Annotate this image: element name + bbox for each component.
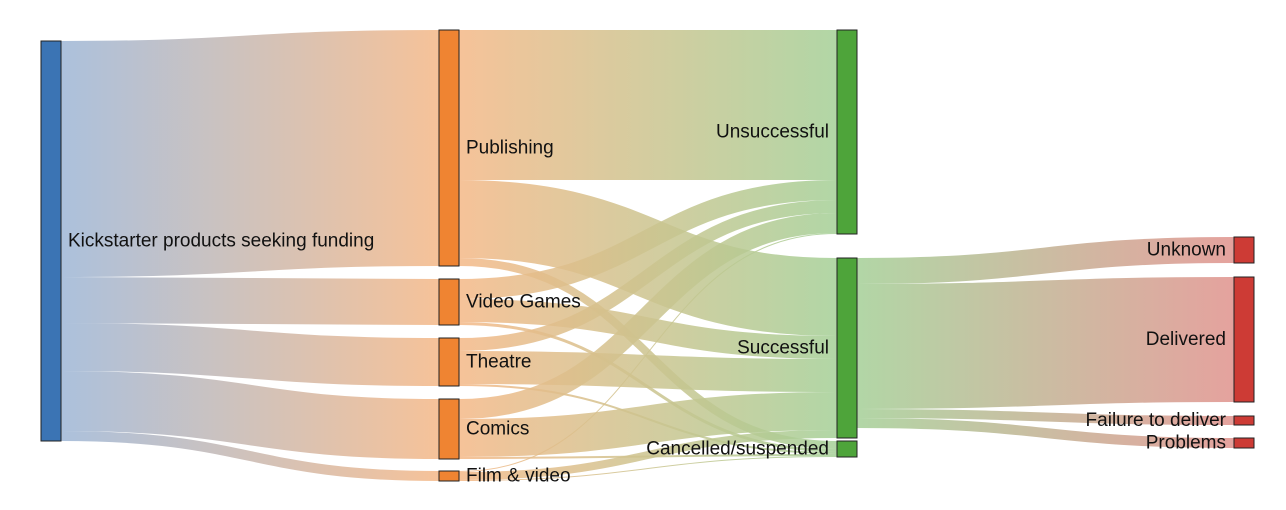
- link-publishing-to-successful: [458, 180, 838, 336]
- node-label-unsuccessful: Unsuccessful: [716, 122, 829, 143]
- node-problems: [1233, 437, 1255, 449]
- node-label-publishing: Publishing: [466, 138, 554, 159]
- link-kickstarter-to-comics: [60, 371, 440, 459]
- link-kickstarter-to-film: [60, 431, 440, 481]
- node-label-kickstarter: Kickstarter products seeking funding: [68, 231, 374, 252]
- node-label-film: Film & video: [466, 466, 571, 487]
- link-theatre-to-unsuccessful: [458, 200, 838, 351]
- node-label-failure: Failure to deliver: [1086, 410, 1227, 431]
- node-cancelled: [836, 440, 858, 458]
- node-unknown: [1233, 236, 1255, 264]
- link-film-to-unsuccessful: [458, 233, 838, 472]
- node-comics: [438, 398, 460, 460]
- link-successful-to-delivered: [856, 277, 1235, 409]
- links-layer: [60, 29, 1235, 481]
- node-videogames: [438, 278, 460, 326]
- node-label-videogames: Video Games: [466, 292, 581, 313]
- node-label-unknown: Unknown: [1147, 240, 1226, 261]
- link-successful-to-failure: [856, 409, 1235, 425]
- link-kickstarter-to-theatre: [60, 323, 440, 386]
- link-successful-to-problems: [856, 418, 1235, 448]
- node-film: [438, 470, 460, 482]
- link-kickstarter-to-videogames: [60, 277, 440, 325]
- nodes-layer: [40, 29, 1255, 482]
- node-label-successful: Successful: [737, 338, 829, 359]
- node-label-delivered: Delivered: [1146, 329, 1226, 350]
- node-publishing: [438, 29, 460, 267]
- node-kickstarter: [40, 40, 62, 442]
- labels-layer: Kickstarter products seeking funding Publ…: [68, 122, 1227, 487]
- node-label-problems: Problems: [1146, 433, 1226, 454]
- link-comics-to-successful: [458, 392, 838, 457]
- link-film-to-cancelled: [458, 456, 838, 481]
- node-label-comics: Comics: [466, 419, 529, 440]
- node-theatre: [438, 337, 460, 387]
- link-successful-to-unknown: [856, 237, 1235, 284]
- node-label-cancelled: Cancelled/suspended: [646, 439, 829, 460]
- node-successful: [836, 257, 858, 439]
- link-theatre-to-successful: [458, 351, 838, 392]
- link-videogames-to-unsuccessful: [458, 180, 838, 299]
- link-kickstarter-to-publishing: [60, 30, 440, 277]
- link-film-to-successful: [458, 430, 838, 480]
- link-comics-to-unsuccessful: [458, 213, 838, 419]
- node-unsuccessful: [836, 29, 858, 235]
- node-label-theatre: Theatre: [466, 352, 531, 373]
- node-failure: [1233, 415, 1255, 426]
- node-delivered: [1233, 276, 1255, 403]
